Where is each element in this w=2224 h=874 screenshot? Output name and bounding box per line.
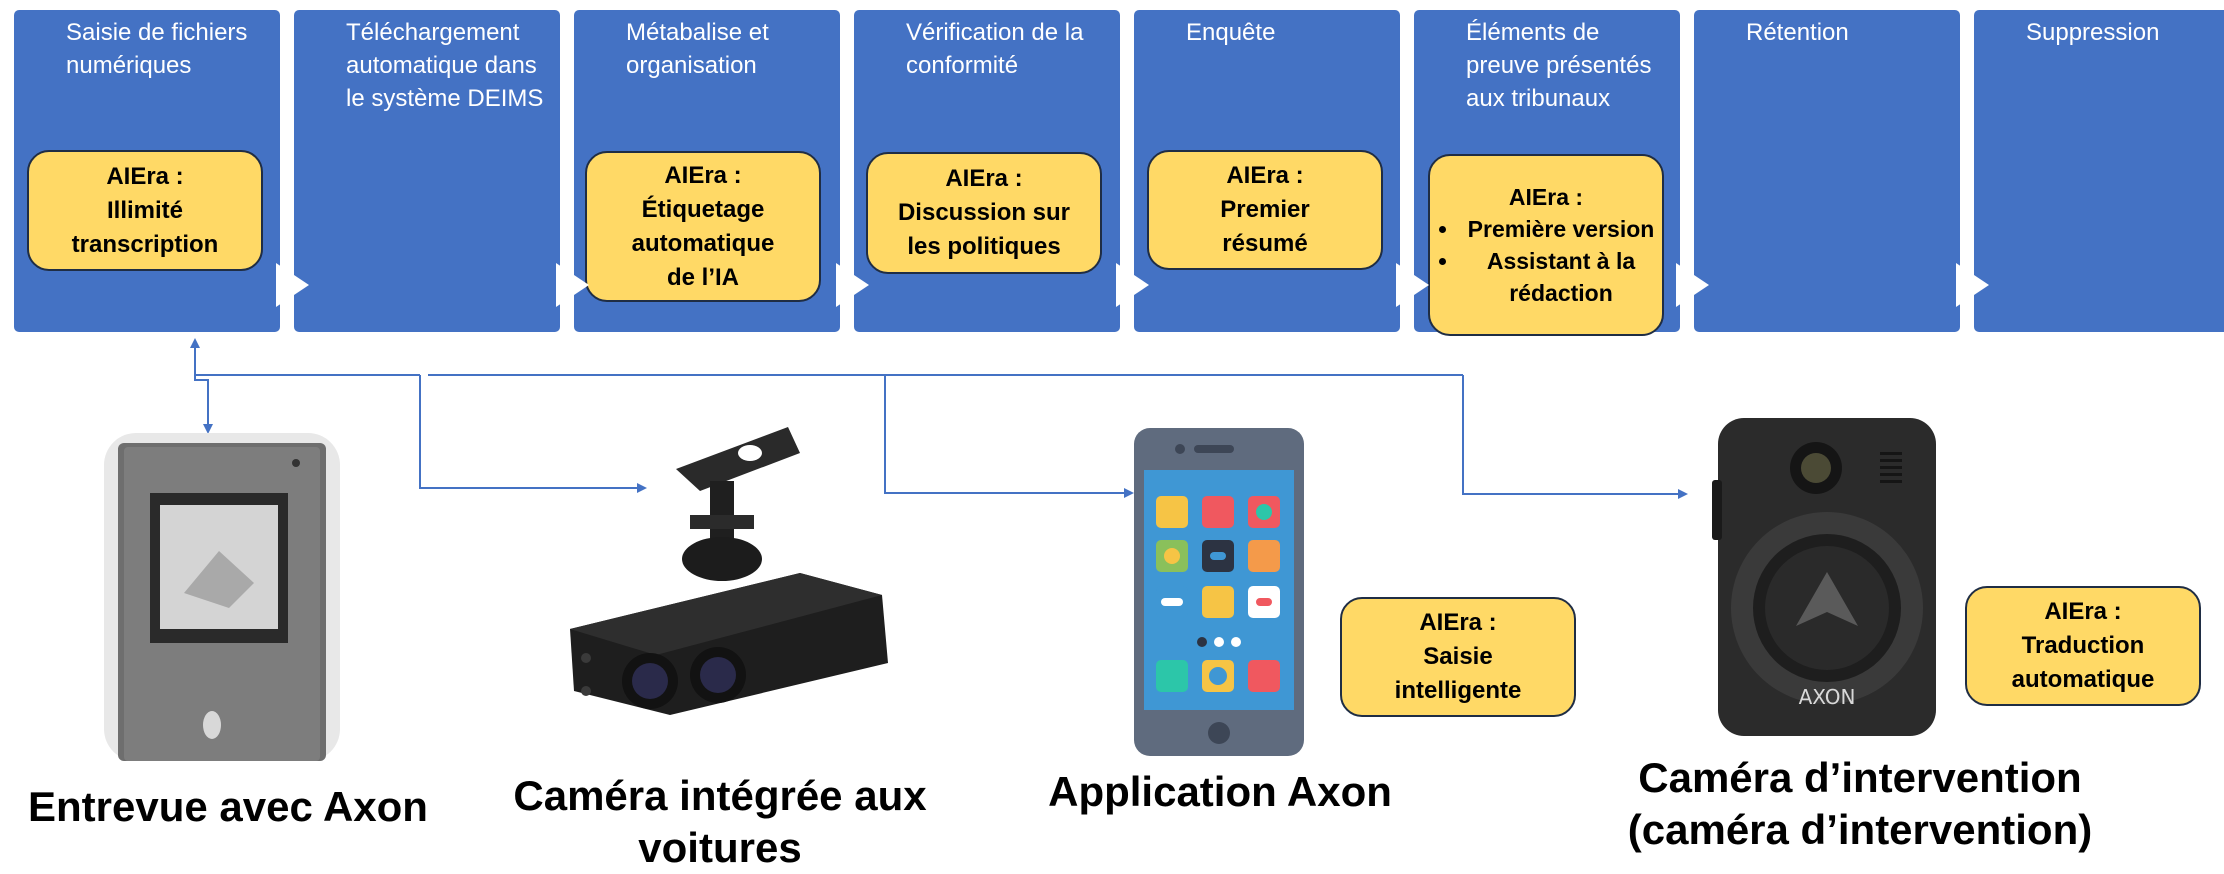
ai-feature-line: Discussion sur [897,199,1071,226]
stage-investigation: Enquête AIEra : Premier résumé [1134,10,1400,332]
ai-feature-title: AIEra : [1419,609,1497,636]
dash-camera [560,423,890,723]
ai-feature-box: AIEra : Discussion sur les politiques [866,152,1102,274]
ai-feature-line: de l’IA [666,263,739,291]
ai-feature-title: AIEra : [664,161,742,189]
ai-feature-title: AIEra : [106,162,184,190]
ai-feature-line: automatique [2011,666,2155,693]
stage-title: Enquête [1186,19,1276,46]
stage-digital-capture: Saisie de fichiers numériques AIEra : Il… [14,10,280,332]
ai-feature-line: intelligente [1394,677,1522,704]
device-brand-label: AXON [1799,685,1856,709]
ai-feature-title: AIEra : [1508,184,1584,210]
ai-feature-line: les politiques [907,233,1061,260]
ai-feature-bullet: Première version [1460,213,1662,245]
stage-title: Suppression [2026,19,2160,46]
ai-feature-line: résumé [1222,230,1308,257]
ai-feature-box: AIEra : Saisie intelligente [1340,597,1576,717]
ai-feature-bullet: Assistant à la rédaction [1460,245,1662,309]
stage-title: Téléchargement automatique dans le systè… [346,19,544,112]
ai-feature-line: transcription [71,230,219,258]
ai-feature-line: Illimité [106,196,184,224]
chevron-right-icon [1956,263,1989,307]
chevron-right-icon [1116,263,1149,307]
ai-feature-line: Saisie [1423,643,1493,670]
stage-retention: Rétention [1694,10,1960,332]
stage-compliance: Vérification de la conformité AIEra : Di… [854,10,1120,332]
ai-feature-box: AIEra : Première version Assistant à la … [1428,154,1664,336]
device-label: Application Axon [1048,768,1392,815]
ai-feature-box: AIEra : Traduction automatique [1965,586,2201,706]
ai-feature-box: AIEra : Étiquetage automatique de l’IA [585,151,821,302]
ai-feature-line: automatique [631,229,775,257]
stage-title: Éléments de preuve présentés aux tribuna… [1466,19,1652,112]
device-label: Caméra d’intervention (caméra d’interven… [1627,754,2093,853]
ai-feature-title: AIEra : [945,165,1023,192]
interview-device [104,433,340,761]
smartphone [1134,428,1304,756]
ai-feature-box: AIEra : Premier résumé [1147,150,1383,270]
chevron-right-icon [836,263,869,307]
interview-device-icon [104,433,340,761]
ai-feature-line: Étiquetage [641,195,765,223]
stage-title: Métabalise et organisation [626,19,769,79]
stage-court-evidence: Éléments de preuve présentés aux tribuna… [1414,10,1680,336]
stage-deletion: Suppression [1974,10,2224,332]
dash-camera-icon [570,427,888,715]
stage-title: Vérification de la conformité [906,19,1084,79]
body-camera: AXON [1712,418,1942,736]
chevron-right-icon [1676,263,1709,307]
body-camera-icon: AXON [1712,418,1936,736]
ai-feature-line: Premier [1220,196,1310,223]
smartphone-app-icon [1134,428,1304,756]
ai-feature-box: AIEra : Illimité transcription [27,150,263,271]
chevron-right-icon [276,263,309,307]
ai-feature-title: AIEra : [2044,598,2122,625]
chevron-right-icon [556,263,589,307]
ai-feature-list: Première version Assistant à la rédactio… [1430,213,1662,309]
stage-title: Rétention [1746,19,1849,46]
device-label: Entrevue avec Axon [28,783,428,830]
stage-auto-upload: Téléchargement automatique dans le systè… [294,10,560,332]
ai-feature-title: AIEra : [1226,162,1304,189]
stage-metatag: Métabalise et organisation AIEra : Étiqu… [574,10,840,332]
device-label: Caméra intégrée aux voitures [513,772,927,871]
chevron-right-icon [1396,263,1429,307]
ai-feature-line: Traduction [2021,632,2145,659]
stage-title: Saisie de fichiers numériques [66,19,248,79]
